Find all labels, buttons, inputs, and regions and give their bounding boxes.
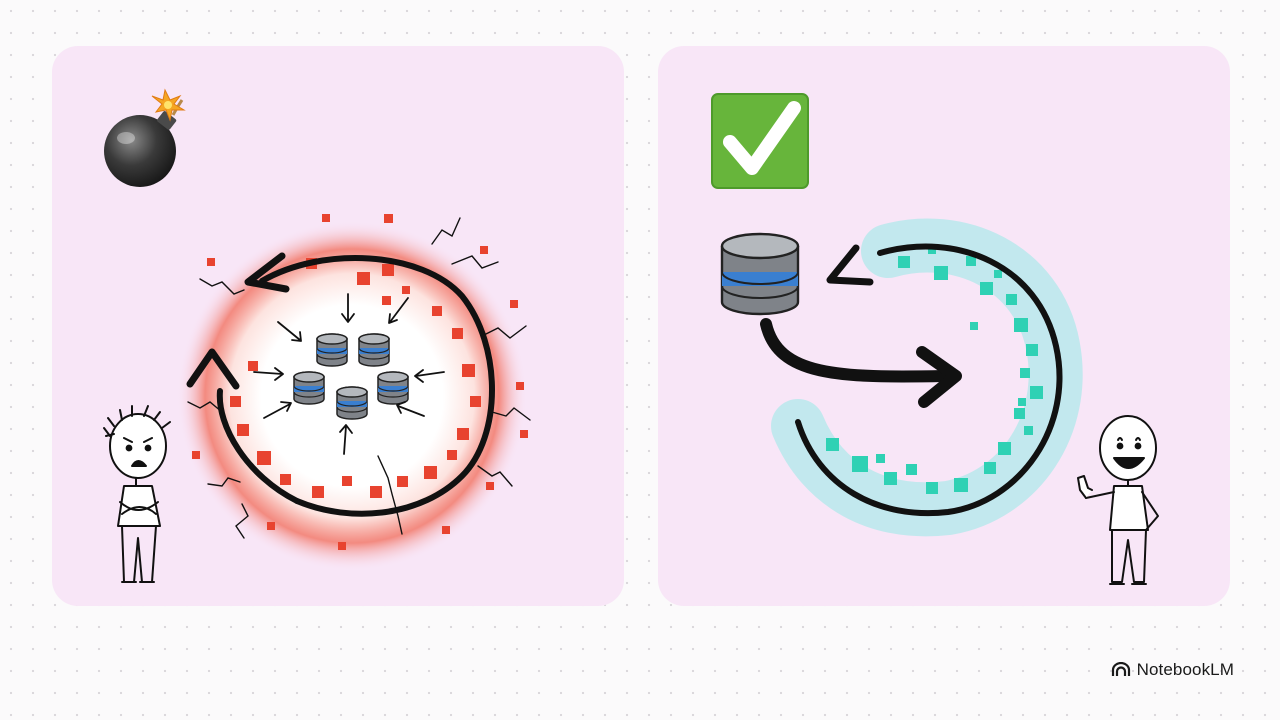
worried-person bbox=[103, 405, 171, 583]
notebooklm-logo-icon bbox=[1111, 662, 1130, 676]
healthy-cycle-diagram bbox=[720, 218, 1083, 537]
problem-panel bbox=[52, 46, 624, 606]
check-mark-icon bbox=[711, 93, 809, 189]
database-icon bbox=[316, 333, 348, 367]
pressure-arrows bbox=[253, 293, 445, 455]
solution-panel bbox=[658, 46, 1230, 606]
problem-scene bbox=[103, 88, 531, 583]
notebooklm-brand: NotebookLM bbox=[1111, 660, 1234, 680]
brand-name: NotebookLM bbox=[1136, 660, 1234, 679]
solution-scene bbox=[711, 93, 1159, 585]
broken-cycle-diagram bbox=[177, 214, 531, 571]
happy-person bbox=[1077, 415, 1159, 585]
database-icon bbox=[720, 232, 800, 316]
bomb-icon bbox=[104, 88, 186, 187]
database-icon bbox=[336, 386, 368, 420]
database-icon bbox=[293, 371, 325, 405]
database-icon bbox=[358, 333, 390, 367]
error-particles bbox=[192, 214, 528, 550]
flow-particles bbox=[826, 246, 1043, 494]
database-icon bbox=[377, 371, 409, 405]
